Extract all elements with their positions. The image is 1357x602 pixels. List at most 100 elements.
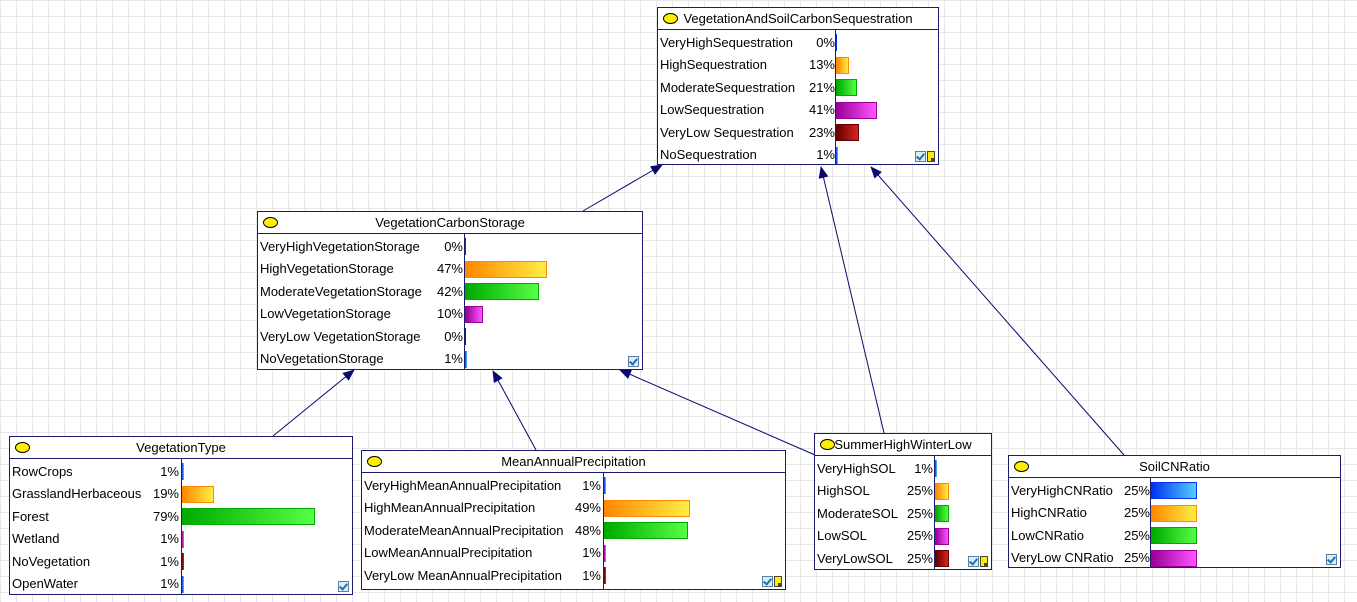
edge-summer-high-winter-low-to-veg-carbon-storage [619, 369, 816, 456]
state-label: HighMeanAnnualPrecipitation [364, 500, 536, 515]
probability-bar [1151, 527, 1198, 544]
state-label: VeryLowSOL [817, 550, 893, 566]
state-percent: 1% [160, 463, 179, 479]
probability-bar [182, 485, 214, 503]
probability-bar [836, 101, 877, 119]
edge-veg-carbon-storage-to-veg-soil-carbon [582, 164, 663, 212]
probability-bar [1151, 482, 1198, 499]
bar-axis-divider [835, 30, 836, 164]
state-label: ModerateSequestration [660, 79, 796, 95]
state-percent: 0% [444, 328, 463, 344]
probability-bar [604, 567, 606, 584]
state-label: ModerateVegetationStorage [260, 283, 422, 299]
state-percent: 1% [582, 477, 601, 493]
state-label: VeryHighSequestration [660, 34, 793, 50]
note-icon[interactable] [980, 556, 988, 567]
probability-bar [604, 544, 606, 562]
probability-bar [935, 505, 949, 522]
node-header[interactable]: VegetationType [10, 437, 352, 459]
node-title: VegetationCarbonStorage [375, 215, 525, 230]
check-icon[interactable] [338, 581, 349, 592]
state-label: OpenWater [12, 576, 78, 591]
state-row[interactable]: LowVegetationStorage 10% [260, 304, 642, 324]
check-icon[interactable] [762, 576, 773, 587]
probability-bar [465, 283, 539, 300]
state-row[interactable]: VeryHighMeanAnnualPrecipitation 1% [364, 475, 785, 495]
state-row[interactable]: VeryHighSequestration 0% [660, 32, 938, 52]
node-header[interactable]: VegetationCarbonStorage [258, 212, 642, 234]
state-label: HighVegetationStorage [260, 261, 394, 276]
probability-bar [1151, 549, 1198, 567]
state-label: NoSequestration [660, 147, 757, 162]
state-label: HighSOL [817, 483, 870, 498]
state-label: HighCNRatio [1011, 505, 1087, 520]
state-row[interactable]: ModerateVegetationStorage 42% [260, 281, 642, 301]
state-percent: 1% [444, 351, 463, 366]
state-label: HighSequestration [660, 57, 767, 72]
note-icon[interactable] [774, 576, 782, 587]
state-label: LowMeanAnnualPrecipitation [364, 545, 533, 560]
state-label: Wetland [12, 531, 60, 546]
check-icon[interactable] [628, 356, 639, 367]
state-label: VeryHighMeanAnnualPrecipitation [364, 477, 562, 493]
node-header[interactable]: SummerHighWinterLow [815, 434, 991, 456]
state-label: GrasslandHerbaceous [12, 486, 142, 501]
state-row[interactable]: OpenWater 1% [12, 574, 352, 594]
note-icon[interactable] [927, 151, 935, 162]
state-label: VeryLow CNRatio [1011, 550, 1114, 565]
check-icon[interactable] [968, 556, 979, 567]
node-header[interactable]: MeanAnnualPrecipitation [362, 451, 785, 473]
node-ellipse-icon [263, 217, 278, 228]
probability-bar [935, 550, 949, 567]
state-percent: 42% [436, 283, 463, 299]
probability-bar [465, 350, 467, 368]
probability-bar [1151, 504, 1198, 522]
bar-axis-divider [1150, 478, 1151, 567]
state-percent: 1% [160, 576, 179, 591]
state-percent: 0% [816, 34, 835, 50]
state-label: ModerateSOL [817, 505, 898, 521]
node-header[interactable]: SoilCNRatio [1009, 456, 1340, 478]
node-title: SoilCNRatio [1139, 459, 1210, 474]
bar-axis-divider [603, 473, 604, 589]
check-icon[interactable] [1326, 554, 1337, 565]
state-percent: 10% [436, 306, 463, 321]
state-label: LowVegetationStorage [260, 306, 391, 321]
state-percent: 1% [582, 567, 601, 583]
check-icon[interactable] [915, 151, 926, 162]
node-header[interactable]: VegetationAndSoilCarbonSequestration [658, 8, 938, 30]
